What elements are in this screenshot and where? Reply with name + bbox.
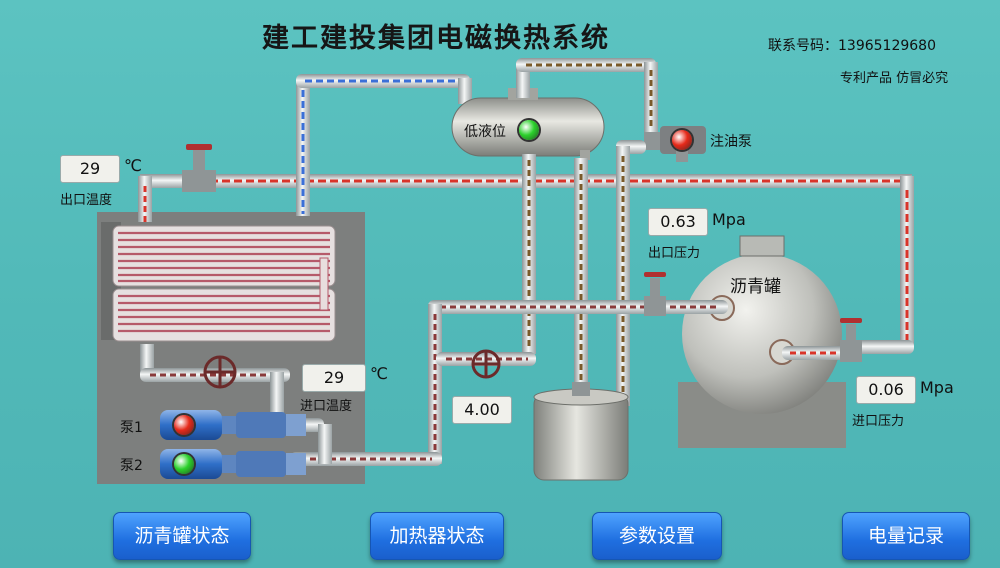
asphalt-inlet-valve[interactable] (840, 318, 862, 362)
page-title: 建工建投集团电磁换热系统 (262, 23, 610, 54)
pump-2[interactable] (160, 449, 306, 479)
outlet-temp-label: 出口温度 (60, 193, 113, 208)
patent-notice: 专利产品 仿冒必究 (840, 71, 949, 86)
outlet-pressure-label: 出口压力 (648, 246, 701, 261)
oil-pump-label: 注油泵 (710, 134, 752, 150)
oil-pipe-top (516, 58, 658, 134)
outlet-temp-unit: ℃ (124, 156, 142, 175)
oil-pump-down-pipe (616, 140, 646, 406)
outlet-pressure-unit: Mpa (712, 210, 746, 229)
asphalt-tank (678, 235, 846, 448)
heater-bottom-valve[interactable] (203, 355, 237, 389)
inlet-pressure-label: 进口压力 (852, 414, 905, 429)
bottom-storage-tank (533, 382, 629, 481)
asphalt-status-button[interactable]: 沥青罐状态 (113, 512, 251, 560)
outlet-valve[interactable] (182, 144, 216, 192)
power-log-button[interactable]: 电量记录 (842, 512, 970, 560)
bypass-valve[interactable] (471, 349, 501, 379)
pump1-status-indicator (174, 415, 194, 435)
pump2-label: 泵2 (120, 458, 143, 474)
inlet-temp-label: 进口温度 (300, 399, 353, 414)
flow-value[interactable]: 4.00 (452, 396, 512, 424)
inlet-temp-unit: ℃ (370, 364, 388, 383)
oil-pump-status-indicator (672, 130, 692, 150)
inlet-pressure-value[interactable]: 0.06 (856, 376, 916, 404)
params-settings-button[interactable]: 参数设置 (592, 512, 722, 560)
heater-status-button[interactable]: 加热器状态 (370, 512, 504, 560)
asphalt-inlet-pipe (782, 346, 846, 360)
asphalt-outlet-valve[interactable] (644, 272, 666, 316)
pump2-status-indicator (174, 454, 194, 474)
pump1-label: 泵1 (120, 420, 143, 436)
contact-number: 联系号码：13965129680 (768, 38, 936, 54)
outlet-temp-value[interactable]: 29 (60, 155, 120, 183)
asphalt-tank-label: 沥青罐 (730, 277, 781, 297)
tank-level-label: 低液位 (464, 124, 506, 140)
tank-level-indicator (519, 120, 539, 140)
inlet-pressure-unit: Mpa (920, 378, 954, 397)
heater-coil-lower (112, 288, 336, 342)
inlet-temp-value[interactable]: 29 (302, 364, 366, 392)
heater-coil-upper (112, 225, 336, 287)
outlet-pressure-value[interactable]: 0.63 (648, 208, 708, 236)
cold-return-pipe (296, 74, 472, 216)
